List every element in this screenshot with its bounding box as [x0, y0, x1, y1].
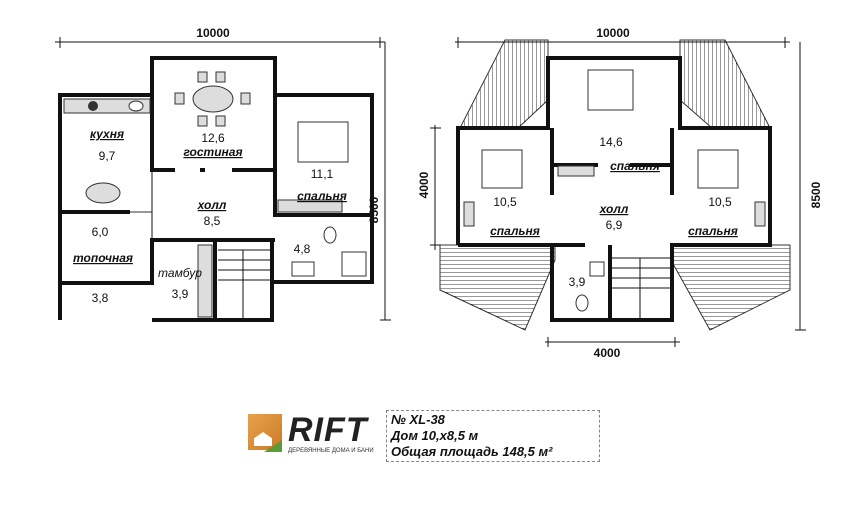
living-name: гостиная — [183, 145, 242, 159]
hall-name: холл — [197, 198, 227, 212]
hall-area: 8,5 — [204, 214, 221, 228]
floor2-hall-name: холл — [599, 202, 629, 216]
floor1-depth-dim: 8500 — [367, 196, 381, 223]
bedroom-center-area: 14,6 — [599, 135, 623, 149]
project-number: № XL-38 — [391, 412, 445, 427]
porch-area: 3,8 — [92, 291, 109, 305]
logo-subtitle: ДЕРЕВЯННЫЕ ДОМА И БАНИ — [288, 448, 374, 454]
boiler-name: топочная — [73, 251, 133, 265]
floor2-plan — [456, 56, 772, 322]
bedroom-area: 11,1 — [311, 167, 334, 181]
floor2-hall-area: 6,9 — [606, 218, 623, 232]
bath-area: 4,8 — [294, 242, 311, 256]
floor2-width-dim: 10000 — [596, 26, 630, 40]
floor1-width-dim: 10000 — [196, 26, 230, 40]
bedroom-right-area: 10,5 — [708, 195, 732, 209]
bedroom-name: спальня — [297, 189, 347, 203]
house-logo-icon — [248, 414, 282, 452]
kitchen-area: 9,7 — [99, 149, 116, 163]
kitchen-name: кухня — [90, 127, 124, 141]
vestibule-name: тамбур — [158, 266, 202, 280]
roof-hatching — [439, 39, 791, 331]
floor2-inner-width-dim: 4000 — [594, 346, 621, 360]
house-size: Дом 10,х8,5 м — [391, 428, 479, 443]
wc-area: 3,9 — [569, 275, 586, 289]
vestibule-area: 3,9 — [172, 287, 189, 301]
rift-logo: RIFT ДЕРЕВЯННЫЕ ДОМА И БАНИ — [248, 412, 378, 458]
bedroom-center-name: спальня — [610, 159, 660, 173]
boiler-area: 6,0 — [92, 225, 109, 239]
bedroom-left-area: 10,5 — [493, 195, 517, 209]
project-info-box: № XL-38 Дом 10,х8,5 м Общая площадь 148,… — [386, 410, 600, 462]
bedroom-left-name: спальня — [490, 224, 540, 238]
floor2-depth-dim: 8500 — [809, 181, 823, 208]
floor1-plan — [58, 56, 374, 322]
living-area: 12,6 — [201, 131, 225, 145]
floor2-inner-height-dim: 4000 — [417, 171, 431, 198]
logo-text: RIFT — [288, 411, 368, 449]
total-area: Общая площадь 148,5 м² — [391, 444, 553, 459]
bedroom-right-name: спальня — [688, 224, 738, 238]
dimension-lines — [55, 37, 806, 347]
